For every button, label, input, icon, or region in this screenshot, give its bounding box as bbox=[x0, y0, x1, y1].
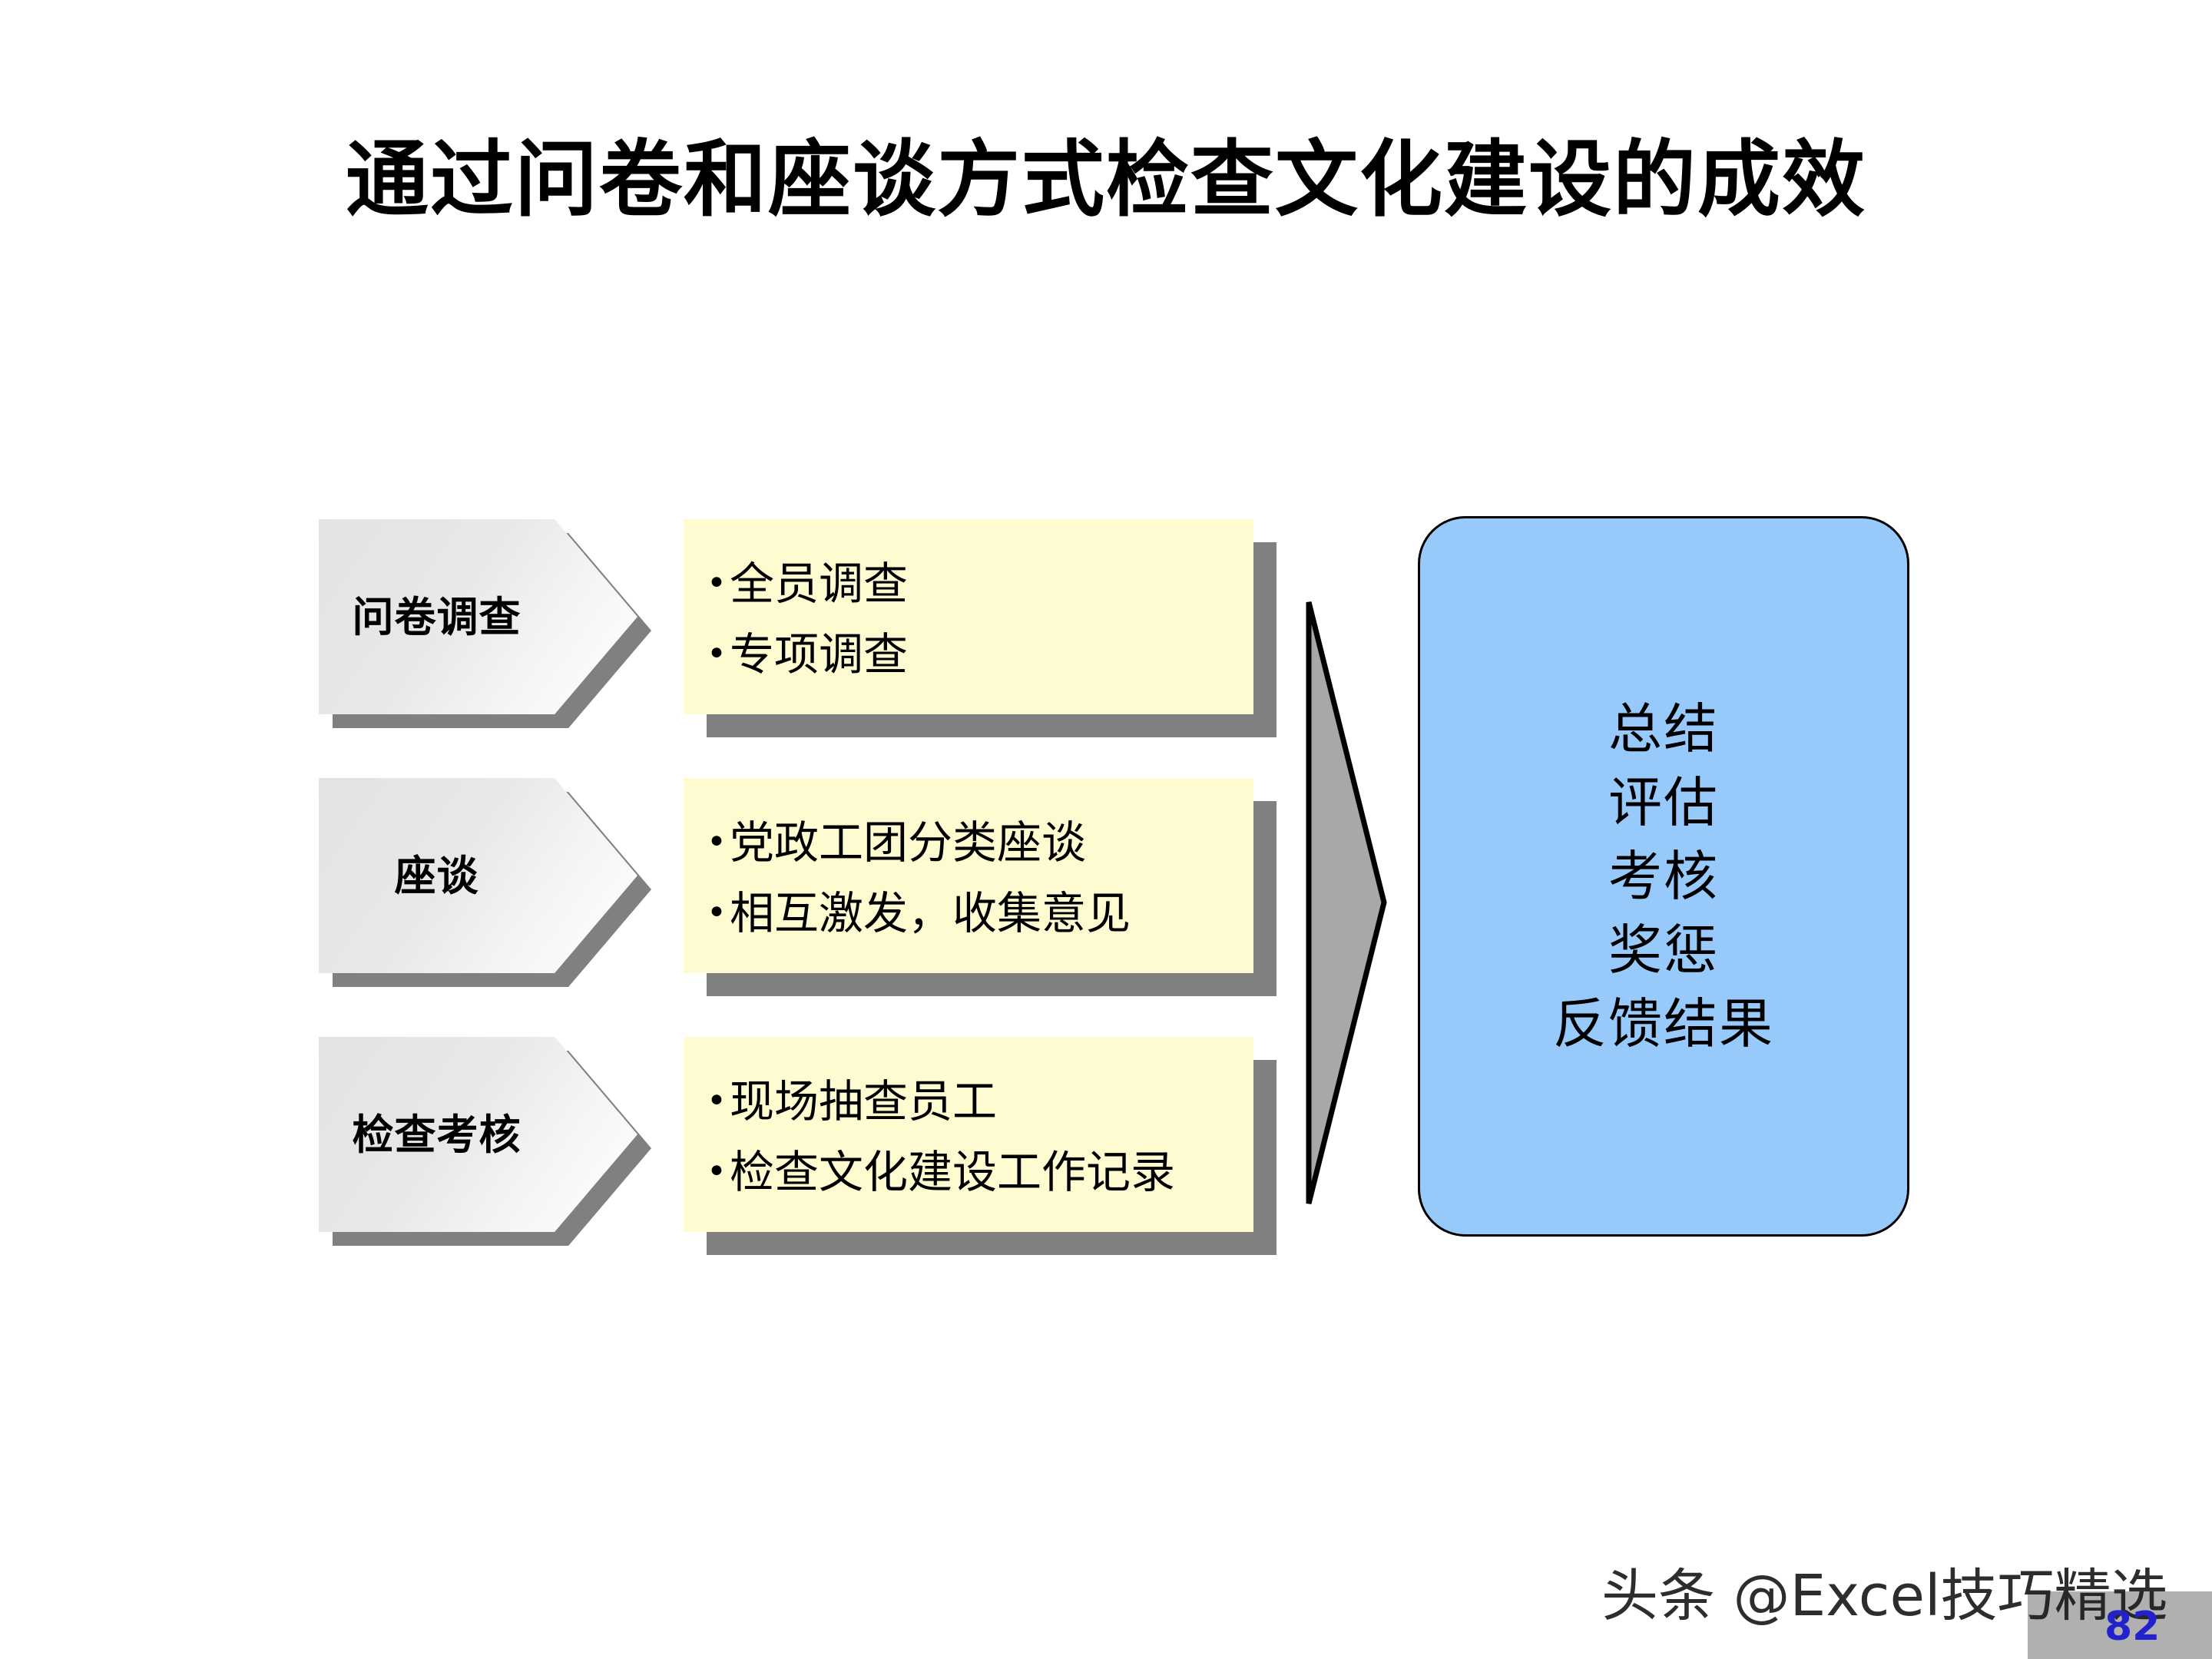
result-summary-box[interactable]: 总结 评估 考核 奖惩 反馈结果 bbox=[1418, 516, 1909, 1237]
bullet-dot-icon: • bbox=[707, 564, 727, 603]
note-text: 现场抽查员工 bbox=[729, 1075, 997, 1128]
note-text: 党政工团分类座谈 bbox=[729, 816, 1086, 869]
result-line: 反馈结果 bbox=[1553, 992, 1774, 1055]
note-text: 检查文化建设工作记录 bbox=[729, 1146, 1175, 1198]
bullet-dot-icon: • bbox=[707, 634, 727, 674]
note-text: 相互激发，收集意见 bbox=[729, 887, 1131, 939]
note-line: • 检查文化建设工作记录 bbox=[707, 1137, 1235, 1207]
note-line: • 党政工团分类座谈 bbox=[707, 807, 1235, 878]
flow-arrow-icon bbox=[1304, 598, 1389, 1208]
note-text: 全员调查 bbox=[729, 558, 908, 610]
bullet-dot-icon: • bbox=[707, 1152, 727, 1191]
note-line: • 专项调查 bbox=[707, 619, 1235, 690]
note-panel-2[interactable]: • 党政工团分类座谈 • 相互激发，收集意见 bbox=[684, 778, 1277, 996]
result-line: 考核 bbox=[1608, 845, 1719, 908]
corner-block bbox=[2028, 1591, 2212, 1659]
bullet-dot-icon: • bbox=[707, 893, 727, 932]
result-line: 奖惩 bbox=[1608, 919, 1719, 982]
stage-chevron-3[interactable]: 检查考核 bbox=[319, 1037, 651, 1246]
result-line: 评估 bbox=[1608, 771, 1719, 834]
note-body-1: • 全员调查 • 专项调查 bbox=[684, 519, 1253, 714]
page-title: 通过问卷和座谈方式检查文化建设的成效 bbox=[345, 132, 1866, 228]
note-body-3: • 现场抽查员工 • 检查文化建设工作记录 bbox=[684, 1037, 1253, 1232]
page-number: 82 bbox=[2104, 1604, 2161, 1650]
bullet-dot-icon: • bbox=[707, 1081, 727, 1121]
stage-chevron-1[interactable]: 问卷调查 bbox=[319, 519, 651, 728]
bullet-dot-icon: • bbox=[707, 823, 727, 862]
chevron-label-1: 问卷调查 bbox=[352, 592, 522, 641]
chevron-label-2: 座谈 bbox=[394, 851, 479, 900]
stage-chevron-2[interactable]: 座谈 bbox=[319, 778, 651, 987]
note-line: • 全员调查 bbox=[707, 548, 1235, 619]
note-panel-1[interactable]: • 全员调查 • 专项调查 bbox=[684, 519, 1277, 737]
chevron-label-3: 检查考核 bbox=[352, 1110, 522, 1159]
note-panel-3[interactable]: • 现场抽查员工 • 检查文化建设工作记录 bbox=[684, 1037, 1277, 1255]
note-line: • 相互激发，收集意见 bbox=[707, 878, 1235, 949]
note-text: 专项调查 bbox=[729, 628, 908, 680]
watermark-text: 头条 @Excel技巧精选 bbox=[1601, 1563, 2168, 1629]
note-body-2: • 党政工团分类座谈 • 相互激发，收集意见 bbox=[684, 778, 1253, 973]
note-line: • 现场抽查员工 bbox=[707, 1066, 1235, 1137]
result-line: 总结 bbox=[1608, 697, 1719, 760]
